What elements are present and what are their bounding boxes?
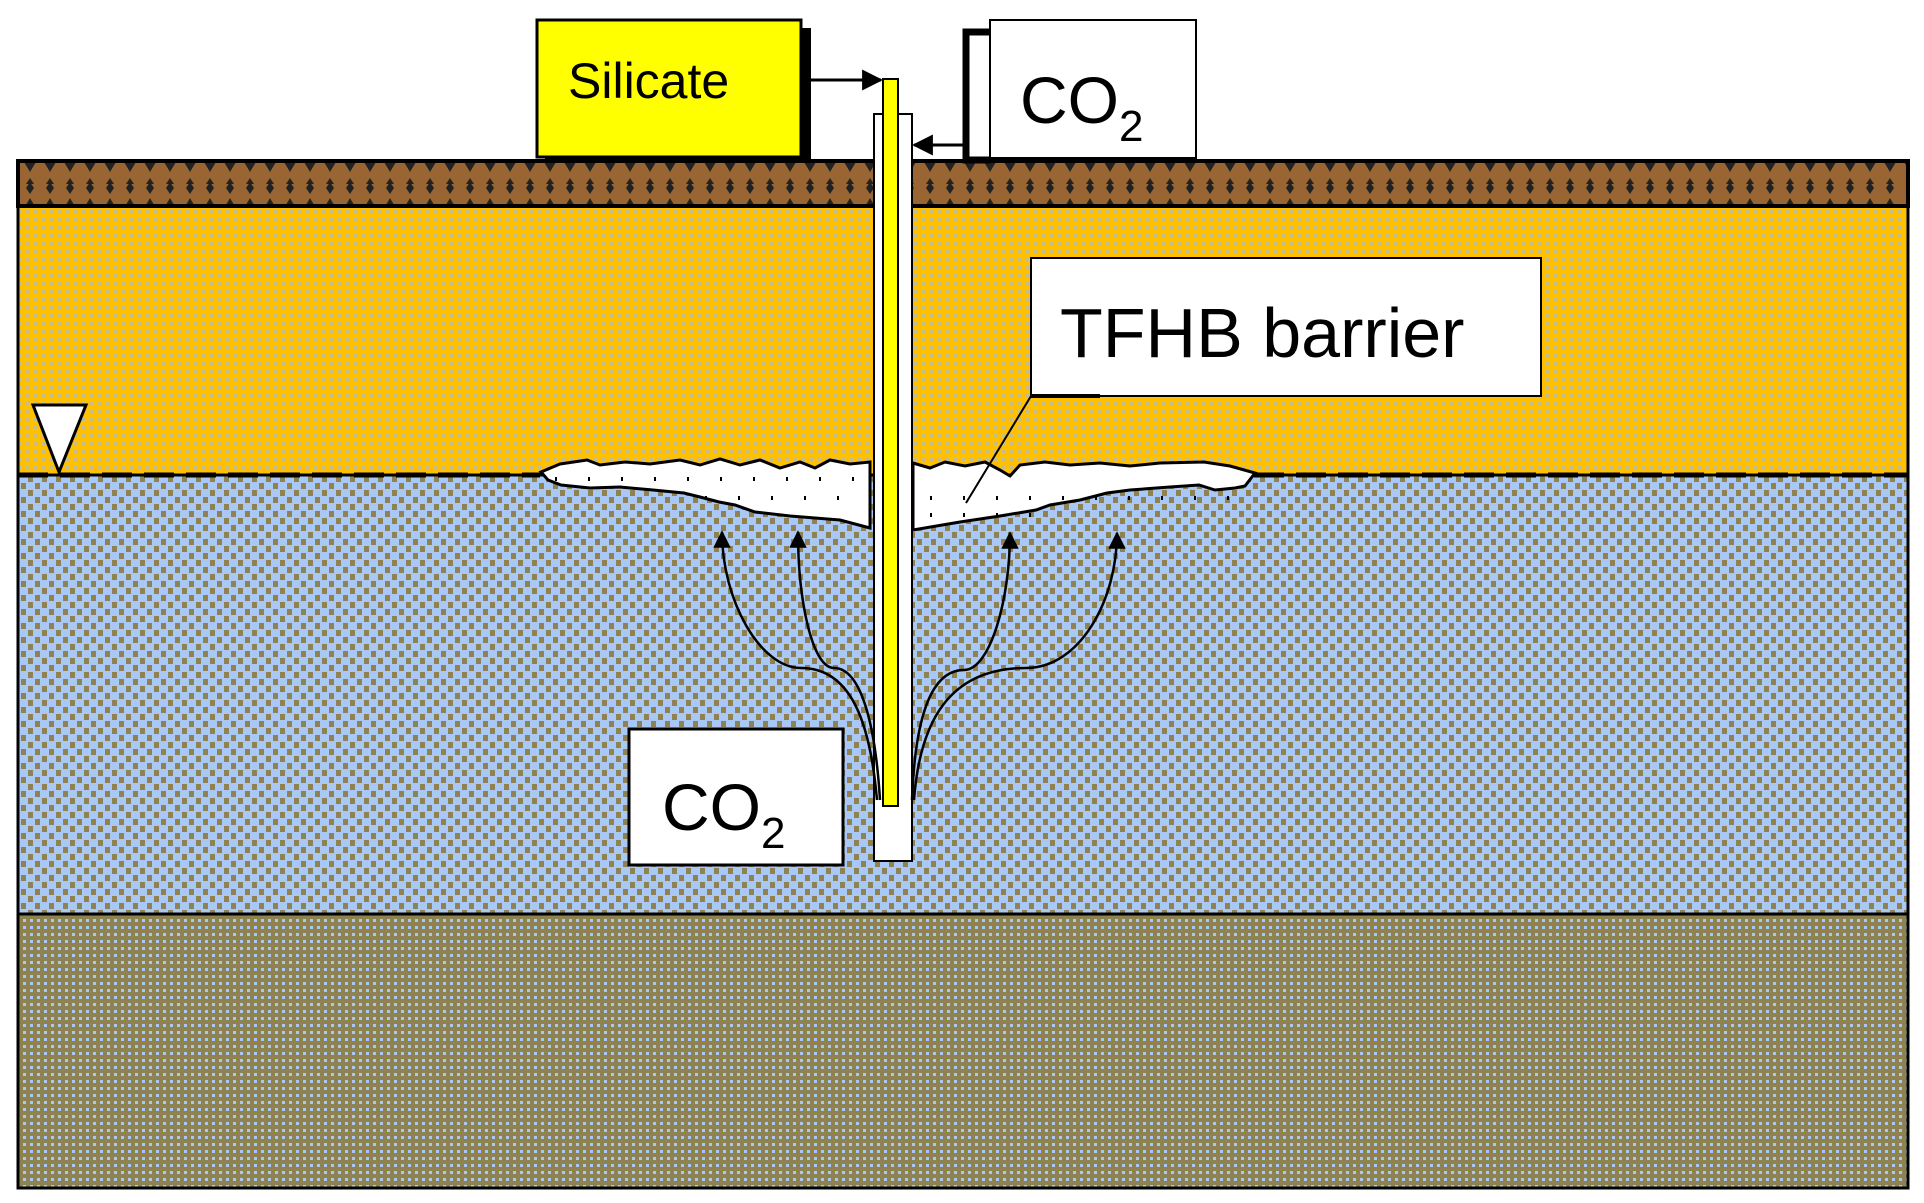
silicate-label: Silicate (568, 53, 729, 109)
barrier-dot (1062, 496, 1064, 500)
barrier-dot (753, 477, 755, 481)
co2-plume-box (627, 727, 845, 867)
bedrock-layer (16, 912, 1910, 1190)
tfhb-leader-line (965, 395, 1032, 504)
barrier-dot (720, 477, 722, 481)
barrier-dot (1029, 496, 1031, 500)
barrier-dot (786, 477, 788, 481)
barrier-dot (963, 496, 965, 500)
barrier-dot (621, 477, 623, 481)
barrier-dot (996, 513, 998, 517)
barrier-dot (771, 496, 773, 500)
barrier-dot (555, 477, 557, 481)
water-table-triangle-icon (30, 403, 89, 477)
barrier-dot (654, 477, 656, 481)
barrier-dot (588, 477, 590, 481)
topsoil-layer (16, 159, 1910, 208)
barrier-dot (1128, 496, 1130, 500)
co2-box-bracket (962, 28, 990, 164)
barrier-dot (837, 496, 839, 500)
co2-flow-arrow-icon (713, 530, 1126, 801)
barrier-dot (1029, 513, 1031, 517)
barrier-dot (1095, 496, 1097, 500)
saturated-zone-layer (16, 473, 1910, 916)
tfhb-label-box (1030, 257, 1542, 397)
barrier-dots (555, 477, 1229, 517)
barrier-dot (963, 513, 965, 517)
barrier-dot (930, 496, 932, 500)
tfhb-barrier-right (911, 460, 1258, 532)
barrier-dot (1194, 496, 1196, 500)
barrier-dot (996, 496, 998, 500)
barrier-dot (1161, 496, 1163, 500)
barrier-dot (930, 513, 932, 517)
co2-supply-box[interactable] (989, 19, 1197, 159)
silicate-box[interactable] (535, 18, 803, 159)
barrier-dot (819, 477, 821, 481)
barrier-dot (687, 477, 689, 481)
barrier-dot (705, 496, 707, 500)
vadose-zone-layer (16, 204, 1910, 477)
barrier-dot (1227, 496, 1229, 500)
tfhb-barrier-left (538, 457, 872, 530)
barrier-dot (738, 496, 740, 500)
tfhb-label: TFHB barrier (1060, 294, 1464, 372)
barrier-dot (804, 496, 806, 500)
barrier-dot (852, 477, 854, 481)
co2-bottom-label: CO2 (662, 770, 785, 858)
co2-top-label: CO2 (1020, 63, 1143, 151)
silicate-injection-tube[interactable] (882, 78, 899, 807)
